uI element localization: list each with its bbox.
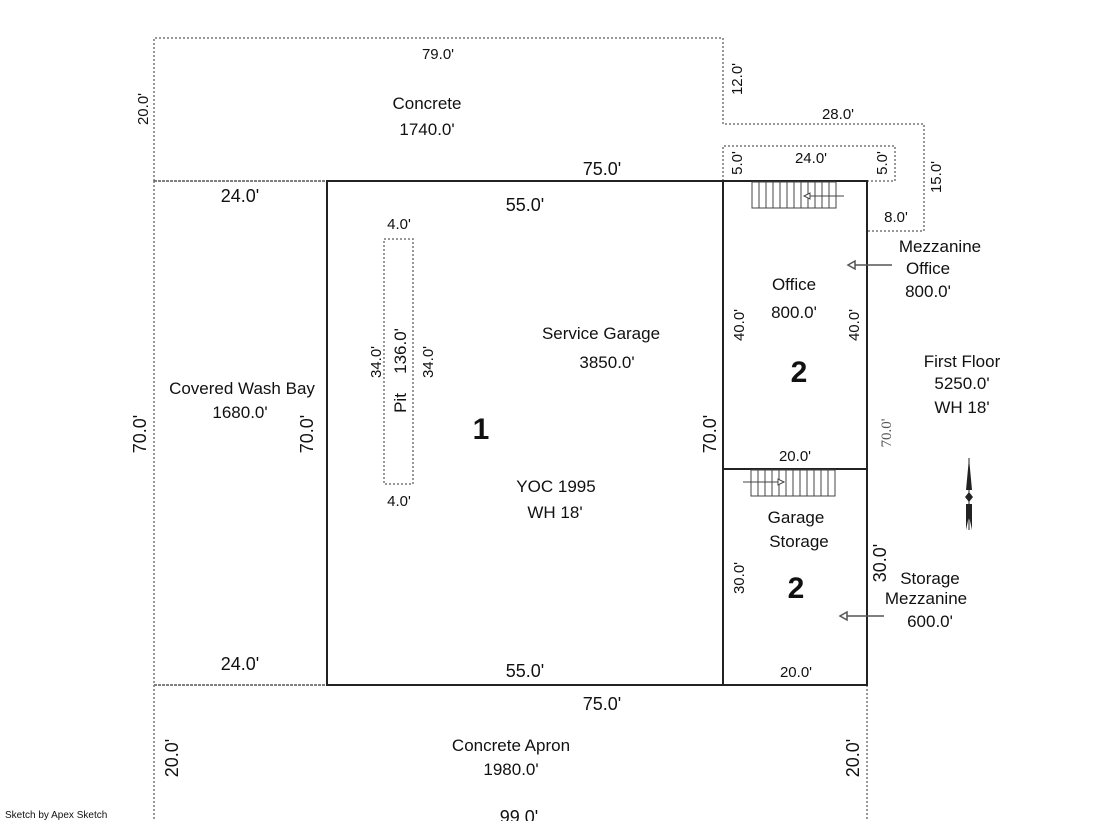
storage-bottom-dim: 20.0' — [780, 664, 812, 681]
storage-mezz-label-1: Storage — [900, 569, 960, 588]
wash-bay-area: 1680.0' — [212, 403, 267, 422]
concrete-right-dim: 12.0' — [729, 63, 746, 95]
mezz-office-label-2: Office — [906, 259, 950, 278]
pit-area: 136.0' — [391, 328, 410, 374]
pit-left-dim: 34.0' — [368, 346, 385, 378]
section-2-number: 2 — [791, 356, 808, 389]
wash-bay-left-dim: 70.0' — [130, 415, 150, 453]
wh-label: WH 18' — [527, 503, 582, 522]
apron-area: 1980.0' — [483, 760, 538, 779]
storage-right-dim: 30.0' — [870, 544, 890, 582]
first-floor-side-dim: 70.0' — [879, 418, 895, 447]
garage-storage-label-2: Storage — [769, 532, 829, 551]
apron-left-dim: 20.0' — [162, 739, 182, 777]
office-area: 800.0' — [771, 303, 817, 322]
landing-right-dim: 5.0' — [874, 151, 891, 175]
wash-bay-label: Covered Wash Bay — [169, 379, 315, 398]
garage-storage-label-1: Garage — [768, 508, 825, 527]
yoc-label: YOC 1995 — [516, 477, 595, 496]
stairs-icon — [743, 469, 836, 497]
wash-bay-bottom-dim: 24.0' — [221, 654, 259, 674]
pit-top-dim: 4.0' — [387, 216, 411, 233]
service-garage-label: Service Garage — [542, 324, 660, 343]
notch-right-dim: 15.0' — [928, 161, 945, 193]
notch-bottom-dim: 8.0' — [884, 209, 908, 226]
landing-left-dim: 5.0' — [729, 151, 746, 175]
concrete-area: 1740.0' — [399, 120, 454, 139]
arrow-left-icon — [846, 259, 892, 271]
north-arrow-icon — [965, 458, 973, 530]
first-floor-label: First Floor — [924, 352, 1001, 371]
concrete-left-dim: 20.0' — [135, 93, 152, 125]
apron-bottom-dim: 99.0' — [500, 807, 538, 821]
concrete-label: Concrete — [393, 94, 462, 113]
office-label: Office — [772, 275, 816, 294]
overall-top-dim: 75.0' — [583, 159, 621, 179]
mezz-office-label-1: Mezzanine — [899, 237, 981, 256]
wash-bay-right-dim: 70.0' — [297, 415, 317, 453]
overall-bottom-dim: 75.0' — [583, 694, 621, 714]
landing-top-dim: 24.0' — [795, 150, 827, 167]
garage-bottom-dim: 55.0' — [506, 661, 544, 681]
stairs-icon — [751, 181, 844, 209]
section-2-number: 2 — [788, 572, 805, 605]
concrete-top-dim: 79.0' — [422, 46, 454, 63]
wash-bay-top-dim: 24.0' — [221, 186, 259, 206]
storage-mezz-area: 600.0' — [907, 612, 953, 631]
service-garage-outline — [326, 180, 868, 686]
service-garage-area: 3850.0' — [579, 353, 634, 372]
pit-right-dim: 34.0' — [420, 346, 437, 378]
office-right-dim: 40.0' — [846, 309, 863, 341]
office-left-dim: 40.0' — [731, 309, 748, 341]
office-bottom-dim: 20.0' — [779, 448, 811, 465]
storage-left-dim: 30.0' — [731, 562, 748, 594]
apron-label: Concrete Apron — [452, 736, 570, 755]
pit-bottom-dim: 4.0' — [387, 493, 411, 510]
pit-outline — [383, 238, 414, 485]
apron-right-dim: 20.0' — [843, 739, 863, 777]
first-floor-area: 5250.0' — [934, 374, 989, 393]
notch-top-dim: 28.0' — [822, 106, 854, 123]
arrow-left-icon — [838, 610, 884, 622]
storage-mezz-label-2: Mezzanine — [885, 589, 967, 608]
garage-top-dim: 55.0' — [506, 195, 544, 215]
section-1-number: 1 — [473, 413, 490, 446]
first-floor-wh: WH 18' — [934, 398, 989, 417]
garage-right-dim: 70.0' — [700, 415, 720, 453]
sketch-credit: Sketch by Apex Sketch — [5, 810, 107, 821]
pit-label: Pit — [391, 393, 410, 413]
concrete-outline — [153, 37, 925, 232]
mezz-office-area: 800.0' — [905, 282, 951, 301]
